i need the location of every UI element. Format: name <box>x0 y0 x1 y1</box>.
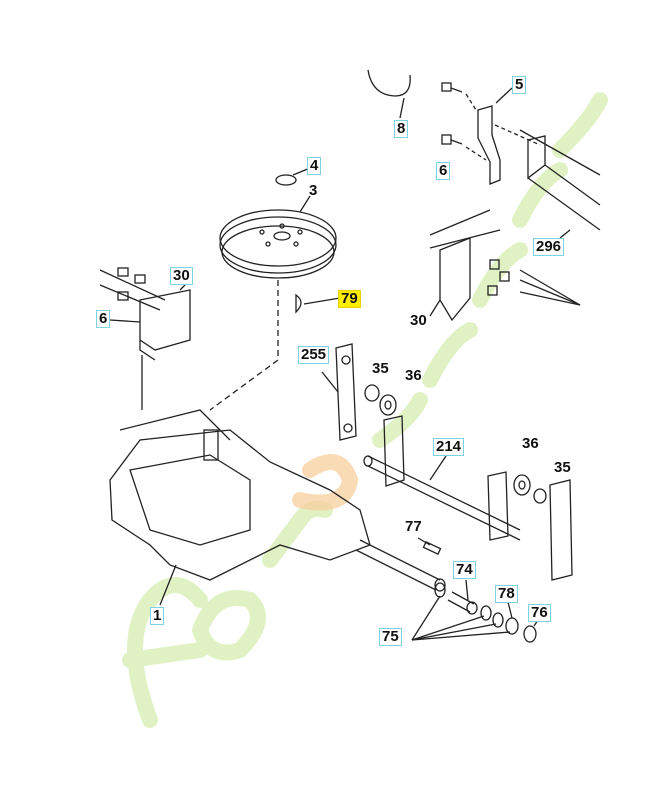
callout-8[interactable]: 8 <box>394 120 409 138</box>
callout-255[interactable]: 255 <box>298 346 330 364</box>
part-75-washer <box>480 605 492 621</box>
part-255-plate <box>335 343 357 441</box>
part-36-washer <box>513 474 531 496</box>
callout-30-right[interactable]: 30 <box>410 312 427 329</box>
part-76-nut <box>523 625 537 643</box>
bolt-icon <box>441 82 463 93</box>
part-214-shaft <box>367 455 521 541</box>
callout-75[interactable]: 75 <box>379 628 402 646</box>
callout-77[interactable]: 77 <box>405 518 422 535</box>
callout-74[interactable]: 74 <box>453 561 476 579</box>
part-3-pulley <box>219 209 337 279</box>
callout-35[interactable]: 35 <box>372 360 389 377</box>
callout-296[interactable]: 296 <box>533 238 565 256</box>
callout-214[interactable]: 214 <box>433 438 465 456</box>
part-35-nut <box>533 488 547 504</box>
part-8-seat-bracket <box>367 69 411 97</box>
callout-6-left[interactable]: 6 <box>96 310 111 328</box>
callout-76[interactable]: 76 <box>528 604 551 622</box>
part-79-woodruff-key <box>295 293 302 314</box>
part-36-washer <box>379 394 397 416</box>
callout-78[interactable]: 78 <box>495 585 518 603</box>
callout-4[interactable]: 4 <box>307 157 322 175</box>
part-30-right-bracket <box>439 237 471 322</box>
callout-36[interactable]: 36 <box>405 367 422 384</box>
callout-30-left[interactable]: 30 <box>170 267 193 285</box>
part-5-bracket <box>477 105 501 185</box>
part-296-frame <box>519 129 601 231</box>
part-4-circlip <box>275 174 297 186</box>
callout-5[interactable]: 5 <box>512 76 527 94</box>
part-75-washer <box>492 612 504 628</box>
part-77-key <box>422 541 442 555</box>
callout-1[interactable]: 1 <box>150 607 165 625</box>
part-1-transaxle <box>109 429 371 581</box>
bolt-icon <box>487 259 510 296</box>
bolt-icon <box>441 134 463 145</box>
callout-3[interactable]: 3 <box>309 182 318 199</box>
callout-36-right[interactable]: 36 <box>522 435 539 452</box>
callout-6[interactable]: 6 <box>436 162 451 180</box>
part-35-nut <box>364 384 380 402</box>
part-30-left-bracket <box>139 289 191 361</box>
callout-35-right[interactable]: 35 <box>554 459 571 476</box>
callout-79-highlighted[interactable]: 79 <box>338 290 361 308</box>
bolt-icon <box>117 267 146 301</box>
